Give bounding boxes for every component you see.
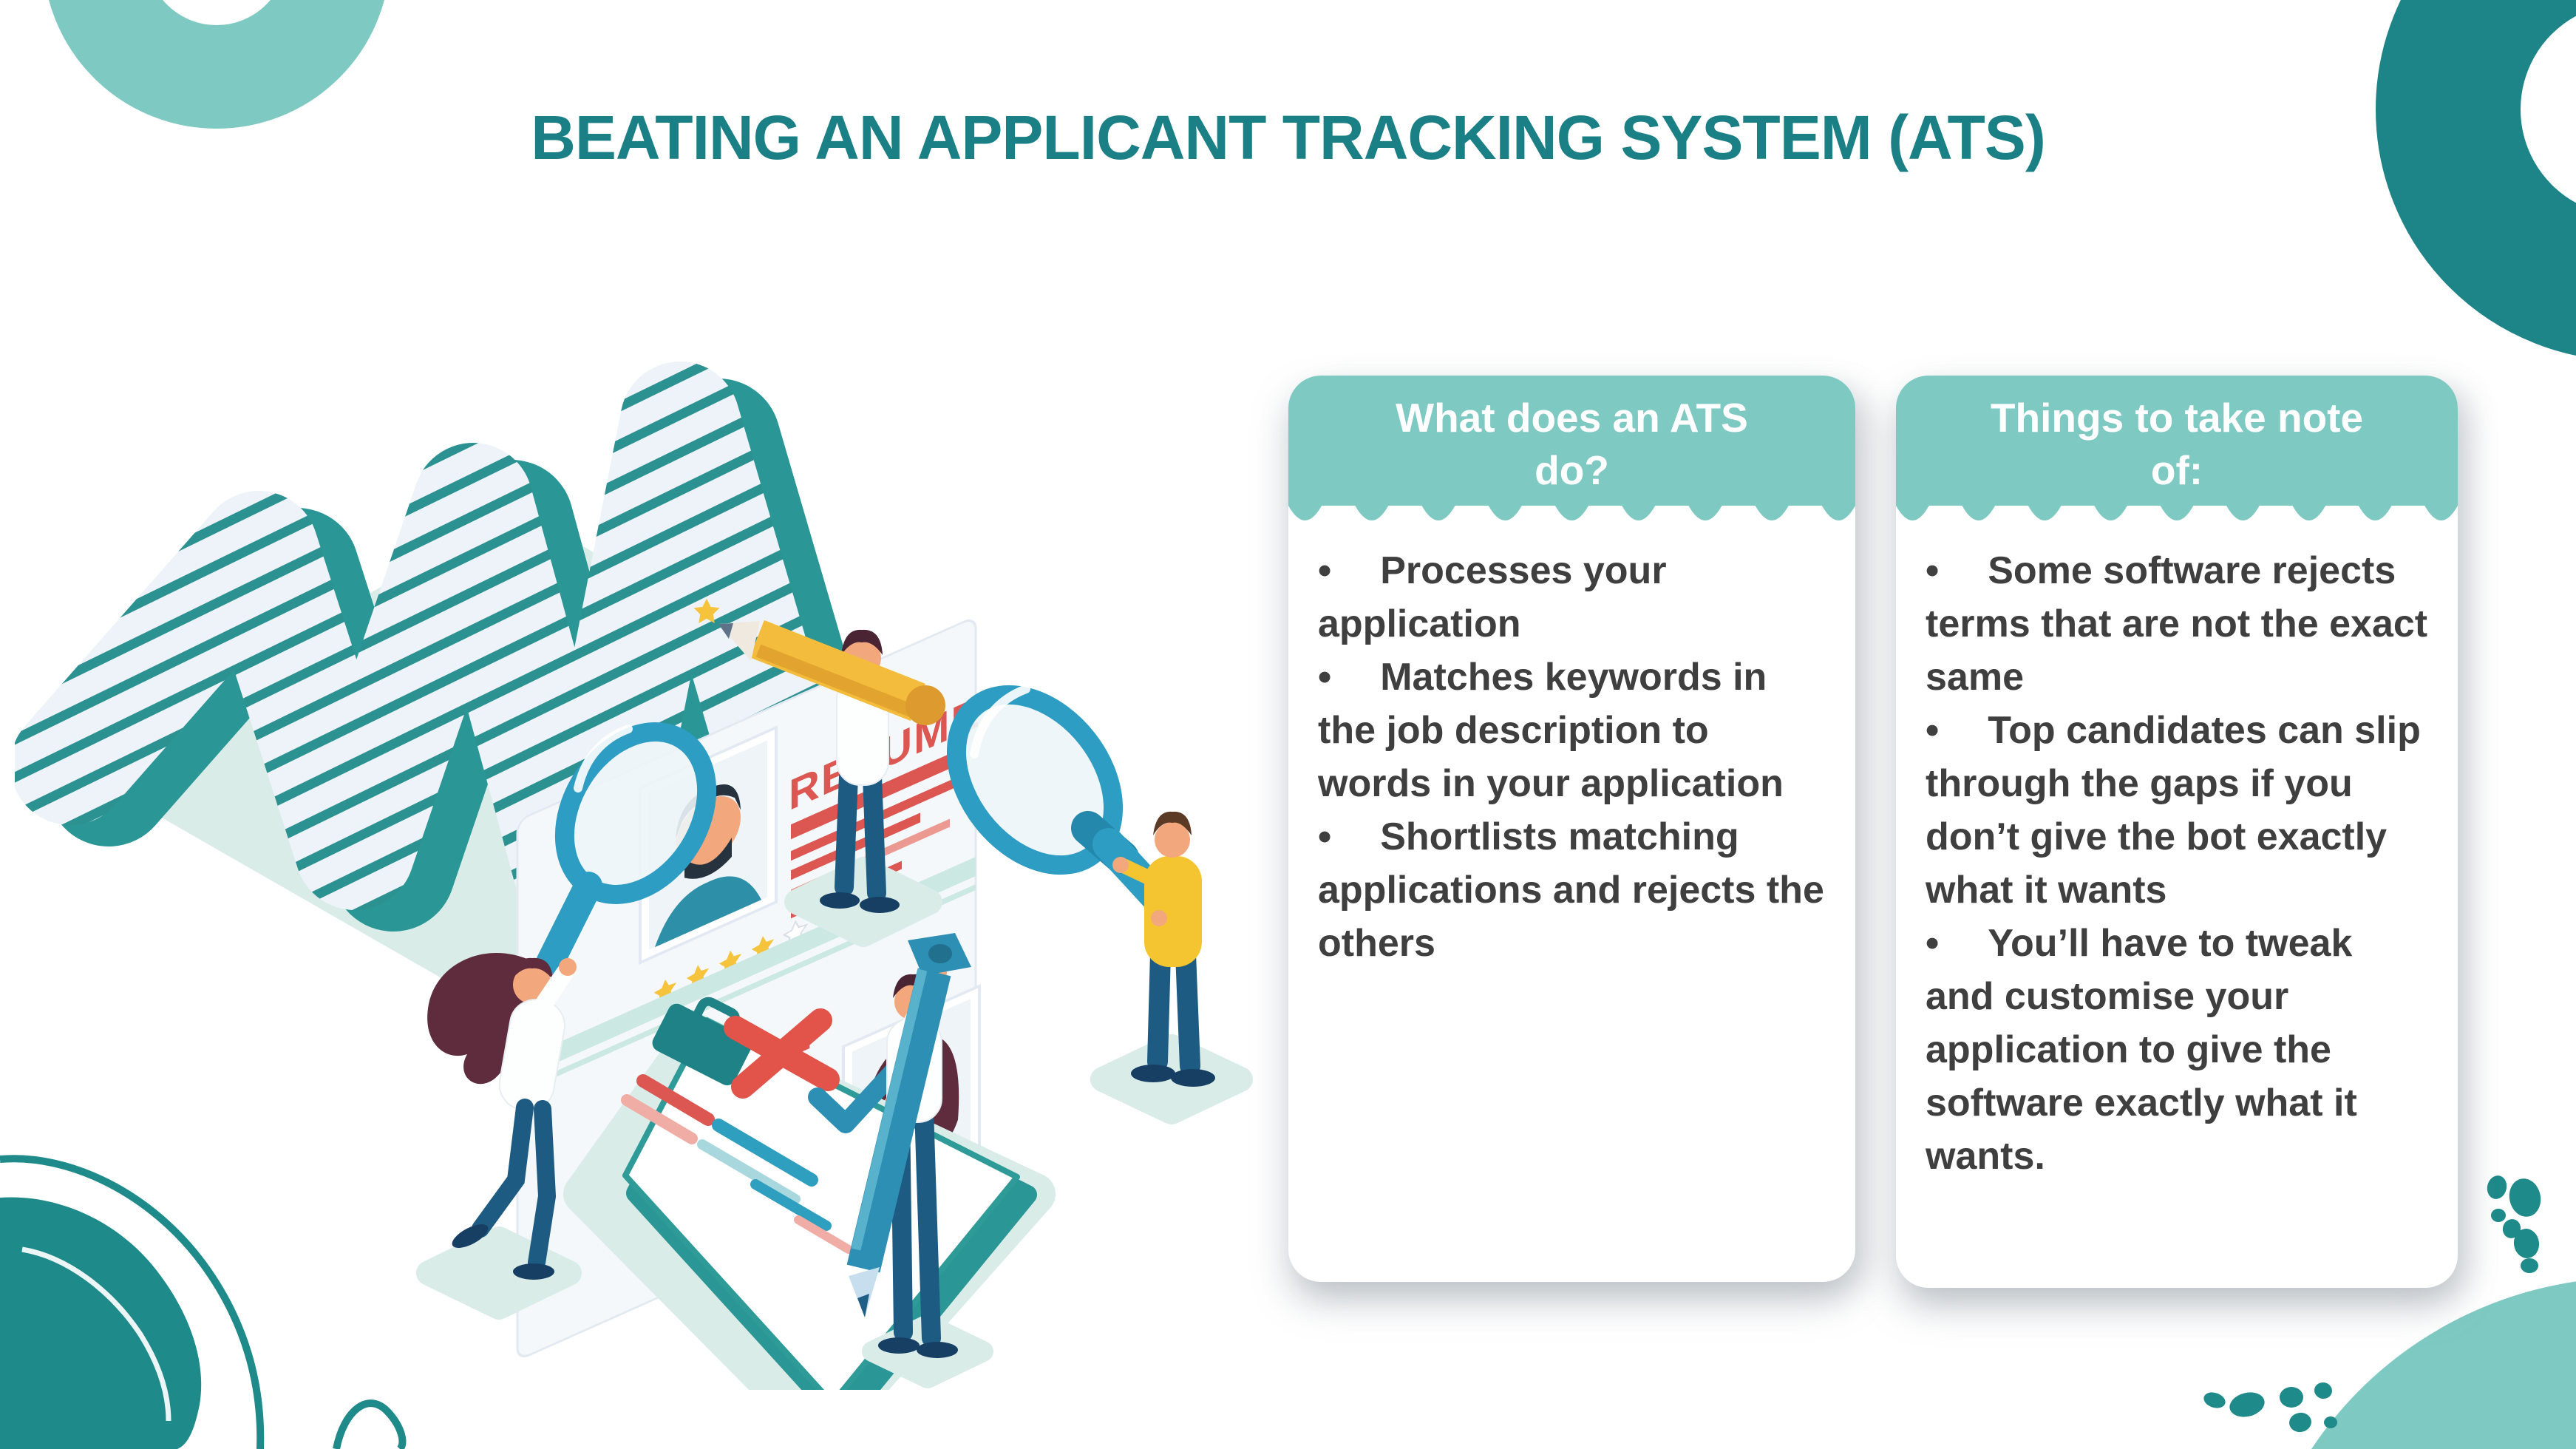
bullet-item: Matches keywords in the job description … xyxy=(1318,651,1826,810)
bullet-item: Shortlists matching applications and rej… xyxy=(1318,810,1826,970)
scallop-edge-icon xyxy=(1288,506,1855,520)
searcher-man xyxy=(1090,811,1253,1124)
bullet-item: Processes your application xyxy=(1318,544,1826,651)
dots-decoration-bottom-right-icon xyxy=(2203,1175,2541,1433)
x-mark-icon xyxy=(724,1008,840,1099)
bullet-item: Some software rejects terms that are not… xyxy=(1926,544,2428,704)
blob-decoration-bottom-left-icon xyxy=(0,1155,407,1449)
card-header: What does an ATS do? xyxy=(1288,376,1855,520)
magnifier-left-icon xyxy=(536,722,717,977)
check-mark-icon xyxy=(808,1059,905,1133)
recruiter-woman xyxy=(416,953,582,1320)
card-what-ats-does: What does an ATS do? Processes your appl… xyxy=(1288,376,1855,1282)
card-header-title: What does an ATS do? xyxy=(1396,394,1748,494)
ring-decoration-top-right-icon xyxy=(2376,0,2576,361)
bullet-list: Some software rejects terms that are not… xyxy=(1896,506,2458,1183)
bullet-list: Processes your application Matches keywo… xyxy=(1288,506,1855,970)
scallop-edge-icon xyxy=(1896,506,2458,520)
page-title: BEATING AN APPLICANT TRACKING SYSTEM (AT… xyxy=(531,103,2046,172)
bullet-item: Top candidates can slip through the gaps… xyxy=(1926,704,2428,917)
hiring-illustration: RESUME RESUME xyxy=(15,362,1253,1390)
card-header-title: Things to take note of: xyxy=(1990,394,2364,494)
document-lines xyxy=(621,1074,853,1254)
accordion-paper xyxy=(15,362,869,991)
card-things-to-note: Things to take note of: Some software re… xyxy=(1896,376,2458,1288)
card-header: Things to take note of: xyxy=(1896,376,2458,520)
bullet-item: You’ll have to tweak and customise your … xyxy=(1926,917,2428,1183)
yellow-pencil-icon xyxy=(693,598,945,725)
teal-pencil-icon xyxy=(846,933,971,1317)
